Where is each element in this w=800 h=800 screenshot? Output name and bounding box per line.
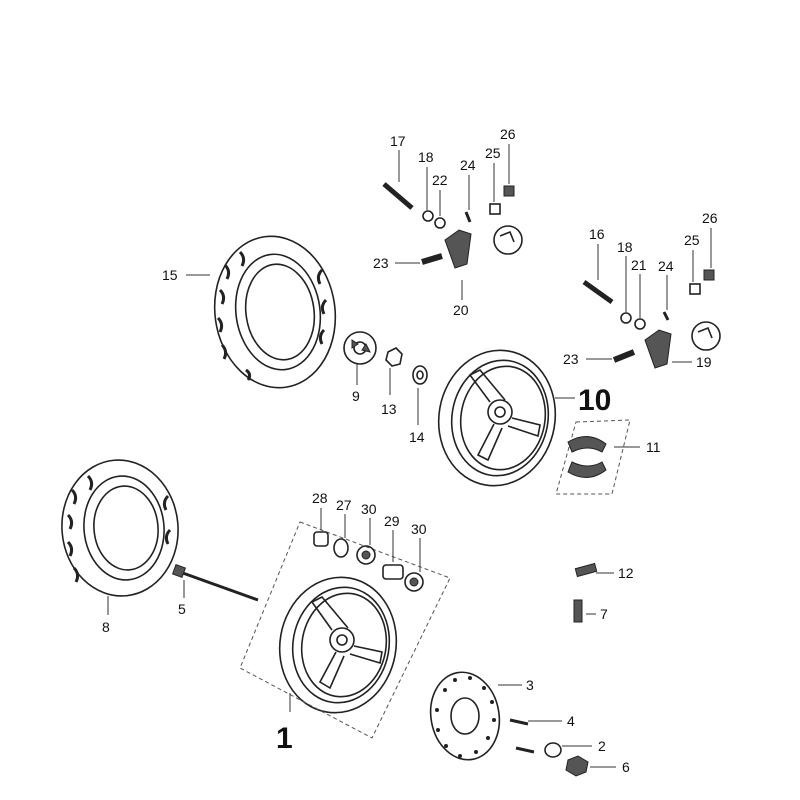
callout-24a: 24 xyxy=(460,157,476,173)
callout-30b: 30 xyxy=(411,521,427,537)
callout-4: 4 xyxy=(567,713,575,729)
rear-hub-parts xyxy=(343,331,428,385)
brake-shoes xyxy=(567,436,607,478)
callout-19: 19 xyxy=(696,354,712,370)
callout-6: 6 xyxy=(622,759,630,775)
callout-11: 11 xyxy=(646,439,661,455)
brake-shoe-outline xyxy=(555,419,631,495)
brake-disc xyxy=(429,671,501,761)
callout-22: 22 xyxy=(432,172,448,188)
front-axle xyxy=(171,563,259,602)
callout-10: 10 xyxy=(578,384,611,417)
callout-7: 7 xyxy=(600,606,608,622)
callout-16: 16 xyxy=(589,226,605,242)
callout-labels: 1 2 3 4 5 6 7 8 9 10 11 12 13 14 15 16 1… xyxy=(102,126,718,775)
callout-20: 20 xyxy=(453,302,469,318)
callout-23b: 23 xyxy=(563,351,579,367)
front-tire xyxy=(61,459,179,597)
front-hub-parts xyxy=(313,531,424,592)
callout-23a: 23 xyxy=(373,255,389,271)
callout-2: 2 xyxy=(598,738,606,754)
callout-25a: 25 xyxy=(485,145,501,161)
callout-18a: 18 xyxy=(418,149,434,165)
callout-25b: 25 xyxy=(684,232,700,248)
callout-14: 14 xyxy=(409,429,425,445)
callout-30a: 30 xyxy=(361,501,377,517)
callout-15: 15 xyxy=(162,267,178,283)
valves xyxy=(573,562,598,623)
callout-26b: 26 xyxy=(702,210,718,226)
leader-lines xyxy=(107,144,712,768)
callout-17: 17 xyxy=(390,133,406,149)
upper-brake-hardware xyxy=(382,182,523,269)
front-wheel-rim xyxy=(278,576,398,714)
callout-13: 13 xyxy=(381,401,397,417)
callout-12: 12 xyxy=(618,565,634,581)
callout-29: 29 xyxy=(384,513,400,529)
callout-21: 21 xyxy=(631,257,647,273)
callout-27: 27 xyxy=(336,497,352,513)
callout-5: 5 xyxy=(178,601,186,617)
callout-3: 3 xyxy=(526,677,534,693)
callout-24b: 24 xyxy=(658,258,674,274)
callout-28: 28 xyxy=(312,490,328,506)
callout-18b: 18 xyxy=(617,239,633,255)
rear-wheel-rim xyxy=(437,349,557,487)
front-wheel-assembly-outline xyxy=(239,521,451,739)
callout-9: 9 xyxy=(352,388,360,404)
right-brake-hardware xyxy=(582,269,721,369)
callout-8: 8 xyxy=(102,619,110,635)
callout-1: 1 xyxy=(276,722,293,755)
callout-26a: 26 xyxy=(500,126,516,142)
rear-tire xyxy=(213,235,337,389)
disc-hardware xyxy=(509,718,589,777)
